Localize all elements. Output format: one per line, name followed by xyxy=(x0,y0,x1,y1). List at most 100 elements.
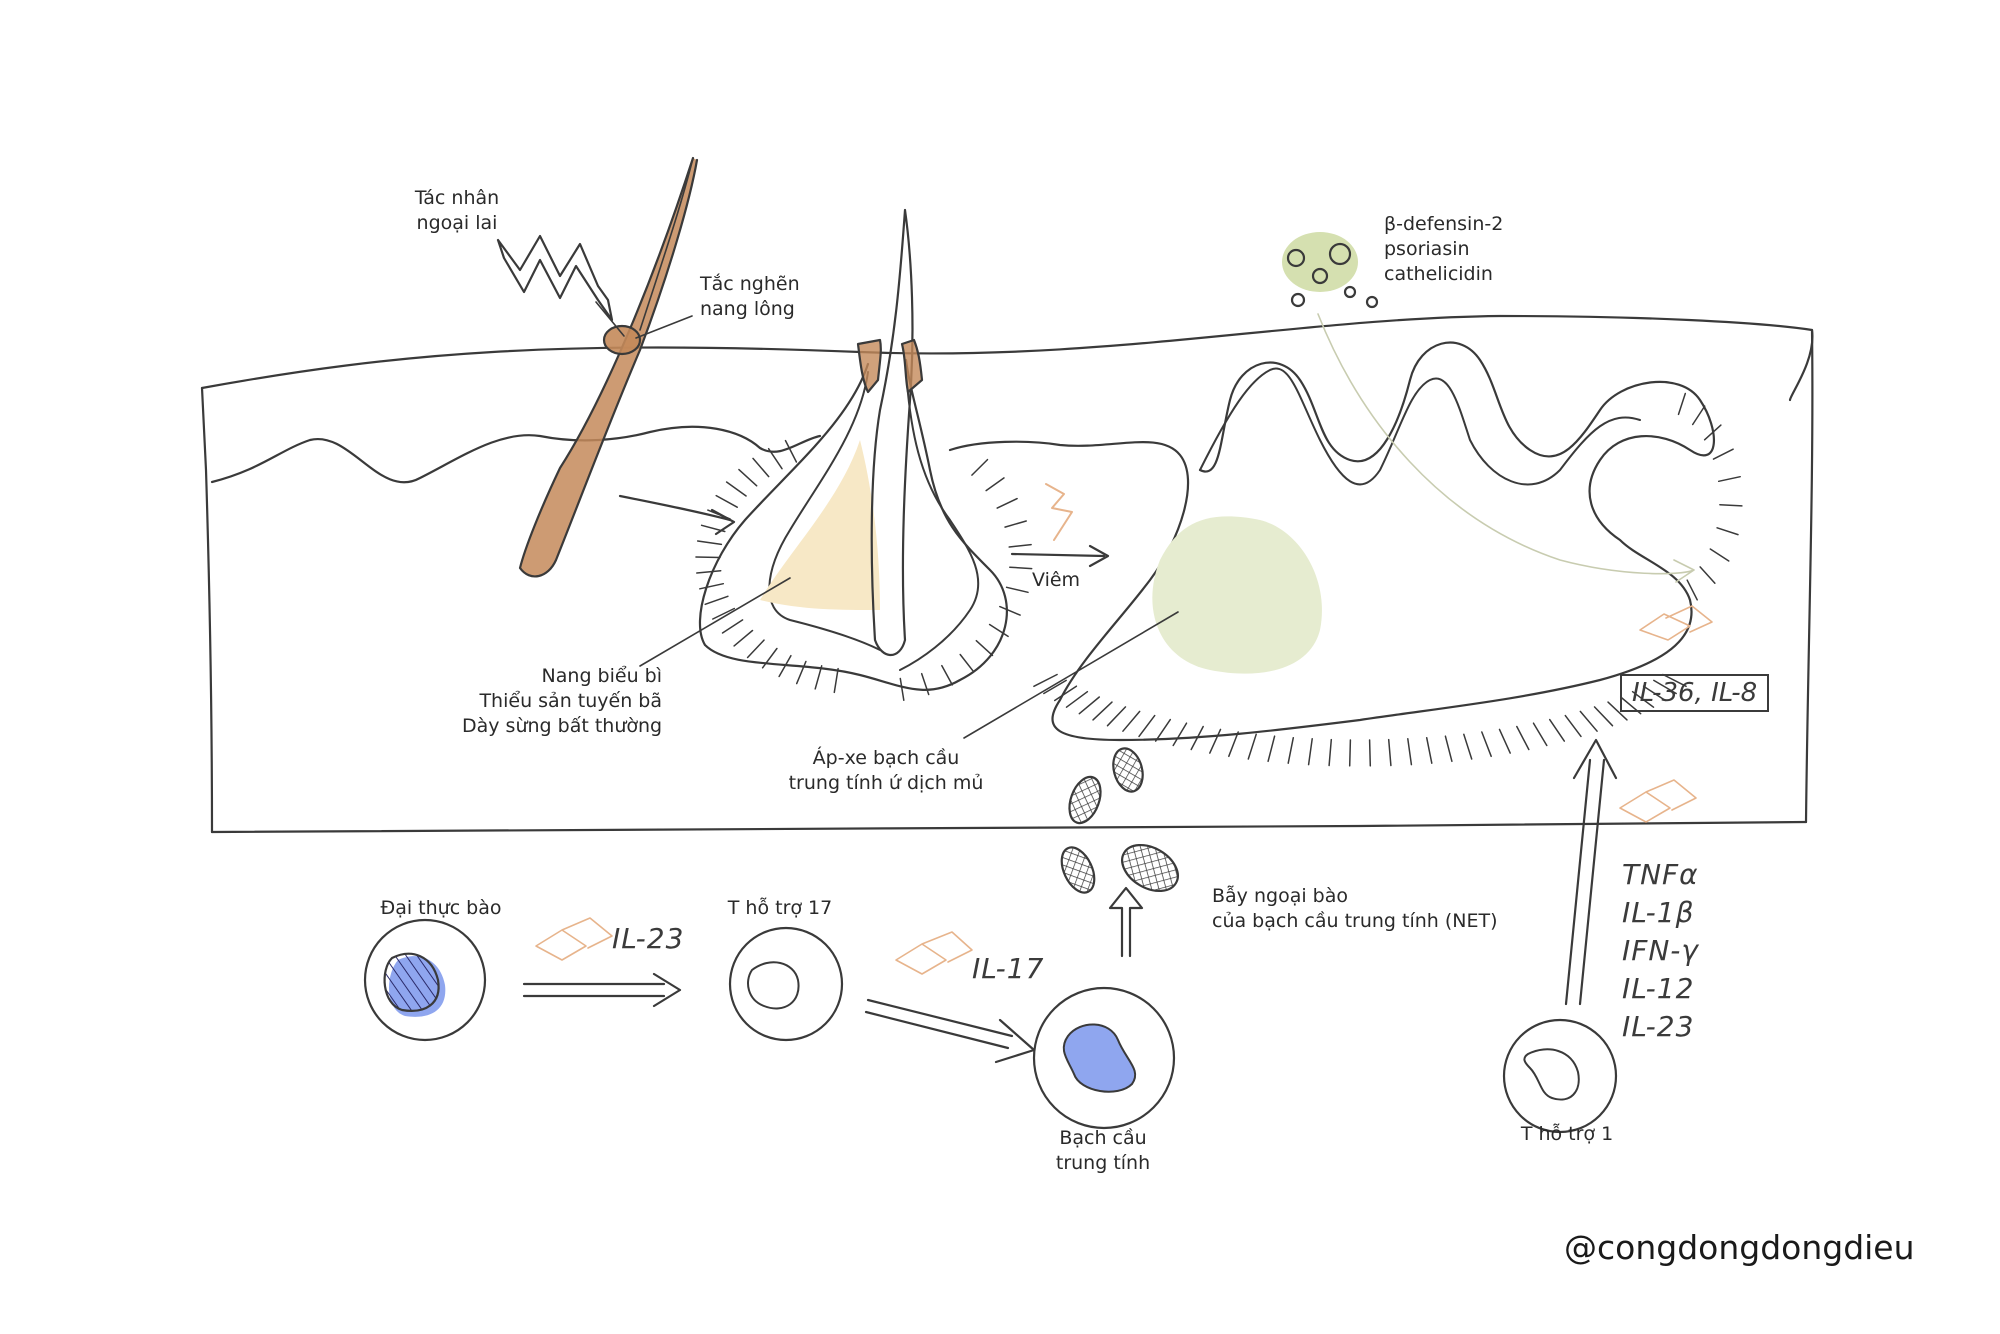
net-oval-3 xyxy=(1060,846,1096,894)
credit-handle: @congdongdongdieu xyxy=(1564,1228,1915,1267)
tissue-mark xyxy=(1328,738,1333,767)
tissue-mark xyxy=(1065,690,1089,708)
inflammation-lightning xyxy=(1045,483,1073,541)
tissue-mark xyxy=(971,458,989,476)
skin-right-edge xyxy=(1804,328,1814,824)
arrow-neutrophil-up xyxy=(1108,886,1144,958)
tissue-mark xyxy=(999,605,1021,616)
cytokine-il1b: IL-1β xyxy=(1622,896,1695,929)
tissue-mark xyxy=(1593,706,1614,727)
tissue-mark xyxy=(1368,739,1372,767)
tissue-mark xyxy=(1043,679,1067,695)
tissue-mark xyxy=(1425,736,1433,764)
tissue-mark xyxy=(1481,731,1492,758)
arrow-cyst-to-abscess xyxy=(1010,544,1110,568)
tissue-mark xyxy=(1009,566,1033,570)
tissue-mark xyxy=(1579,710,1598,732)
tissue-mark xyxy=(1444,735,1453,763)
tissue-mark xyxy=(704,595,729,606)
peptide-bubble xyxy=(1282,232,1358,292)
th1-label: T hỗ trợ 1 xyxy=(1520,1123,1614,1145)
tissue-mark xyxy=(996,497,1018,509)
tissue-mark xyxy=(767,447,783,470)
tissue-mark xyxy=(1078,696,1101,715)
tissue-mark xyxy=(699,582,725,590)
tissue-mark xyxy=(1348,739,1352,767)
tissue-mark xyxy=(1691,405,1706,426)
tissue-mark xyxy=(1287,736,1295,764)
net-oval-1 xyxy=(1068,775,1102,825)
tissue-reaction-marks xyxy=(695,392,1743,767)
tissue-mark xyxy=(1154,718,1172,742)
tissue-mark xyxy=(752,457,770,478)
arrow-hair-to-cyst xyxy=(618,494,736,536)
cytokine-sketch-abscess xyxy=(1639,605,1713,641)
tissue-mark xyxy=(725,481,747,497)
follicle-block xyxy=(602,324,642,356)
tissue-mark xyxy=(784,439,798,463)
tissue-mark xyxy=(1106,706,1127,727)
macrophage-cell xyxy=(363,918,487,1042)
cytokine-il12: IL-12 xyxy=(1622,972,1695,1005)
inflammation-label: Viêm xyxy=(1032,569,1081,591)
tissue-mark xyxy=(959,653,975,673)
tissue-mark xyxy=(1092,701,1113,721)
cytokine-sketch-il23 xyxy=(535,917,613,961)
tissue-mark xyxy=(1247,733,1257,760)
il36-il8-box: IL-36, IL-8 xyxy=(1620,674,1770,712)
tissue-mark xyxy=(1712,448,1734,460)
tissue-mark xyxy=(833,667,839,694)
tissue-mark xyxy=(1122,710,1141,732)
arrow-th17-to-neutrophil xyxy=(864,998,1036,1064)
tissue-mark xyxy=(761,647,778,669)
tissue-mark xyxy=(1642,685,1667,702)
th17-cell xyxy=(728,926,844,1042)
cytokine-sketch-il17 xyxy=(895,931,973,975)
cytokine-sketch-th1 xyxy=(1619,779,1697,823)
tissue-mark xyxy=(1172,722,1188,747)
tissue-mark xyxy=(1548,718,1566,742)
tissue-mark xyxy=(696,569,722,574)
tissue-mark xyxy=(1607,701,1628,721)
tissue-mark xyxy=(899,677,905,702)
tissue-mark xyxy=(721,619,744,634)
tissue-mark xyxy=(712,607,736,620)
tissue-mark xyxy=(1631,690,1655,708)
tissue-mark xyxy=(746,639,765,659)
tissue-mark xyxy=(1653,679,1677,695)
tissue-mark xyxy=(1677,392,1687,416)
tissue-mark xyxy=(1498,728,1511,754)
cytokine-tnfa: TNFα xyxy=(1622,858,1699,891)
tissue-mark xyxy=(1008,543,1032,548)
cytokine-il23: IL-23 xyxy=(1622,1010,1695,1043)
peptide-arrow xyxy=(1317,313,1695,583)
net-oval-4 xyxy=(1121,843,1179,893)
tissue-mark xyxy=(975,639,994,657)
tissue-mark xyxy=(1033,673,1058,688)
th1-cell xyxy=(1502,1018,1618,1134)
net-oval-2 xyxy=(1112,747,1144,793)
tissue-mark xyxy=(738,468,758,487)
tissue-mark xyxy=(1709,548,1730,562)
hair-shaft-left xyxy=(518,156,699,578)
tissue-mark xyxy=(1686,579,1698,601)
tissue-mark xyxy=(1717,475,1741,483)
tissue-mark xyxy=(1053,685,1078,702)
dermal-junction xyxy=(210,425,822,484)
tissue-mark xyxy=(1564,714,1582,738)
th17-label: T hỗ trợ 17 xyxy=(727,897,833,919)
cyst-plug xyxy=(856,338,882,394)
tissue-mark xyxy=(1532,722,1548,747)
tissue-mark xyxy=(814,665,823,690)
tissue-mark xyxy=(700,524,726,533)
cytokine-ifng: IFN-γ xyxy=(1622,934,1699,967)
tissue-mark xyxy=(733,629,754,647)
il17-label: IL-17 xyxy=(972,952,1045,985)
il23-label: IL-23 xyxy=(612,922,685,955)
